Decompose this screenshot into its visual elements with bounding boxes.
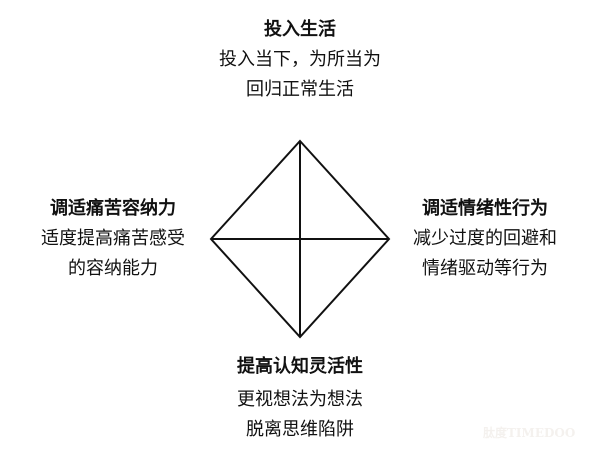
top-desc-line-2: 回归正常生活: [246, 79, 354, 100]
left-desc-line-1: 适度提高痛苦感受: [41, 228, 185, 249]
left-desc-line-2: 的容纳能力: [68, 258, 158, 279]
right-label-group: 调适情绪性行为 减少过度的回避和 情绪驱动等行为: [385, 199, 585, 279]
left-label-group: 调适痛苦容纳力 适度提高痛苦感受 的容纳能力: [13, 199, 213, 279]
bottom-desc-line-1: 更视想法为想法: [237, 389, 363, 410]
right-desc-line-1: 减少过度的回避和: [413, 228, 557, 249]
bottom-title: 提高认知灵活性: [237, 356, 363, 377]
top-title: 投入生活: [264, 19, 336, 40]
right-desc-line-2: 情绪驱动等行为: [422, 258, 548, 279]
right-title: 调适情绪性行为: [422, 198, 548, 219]
bottom-desc-line-2: 脱离思维陷阱: [246, 419, 354, 440]
top-desc-line-1: 投入当下，为所当为: [219, 49, 381, 70]
top-label-group: 投入生活 投入当下，为所当为 回归正常生活: [150, 20, 450, 100]
bottom-label-group: 提高认知灵活性 更视想法为想法 脱离思维陷阱: [150, 357, 450, 440]
left-title: 调适痛苦容纳力: [50, 198, 176, 219]
watermark: 肽度TIMEDOO: [483, 426, 576, 440]
